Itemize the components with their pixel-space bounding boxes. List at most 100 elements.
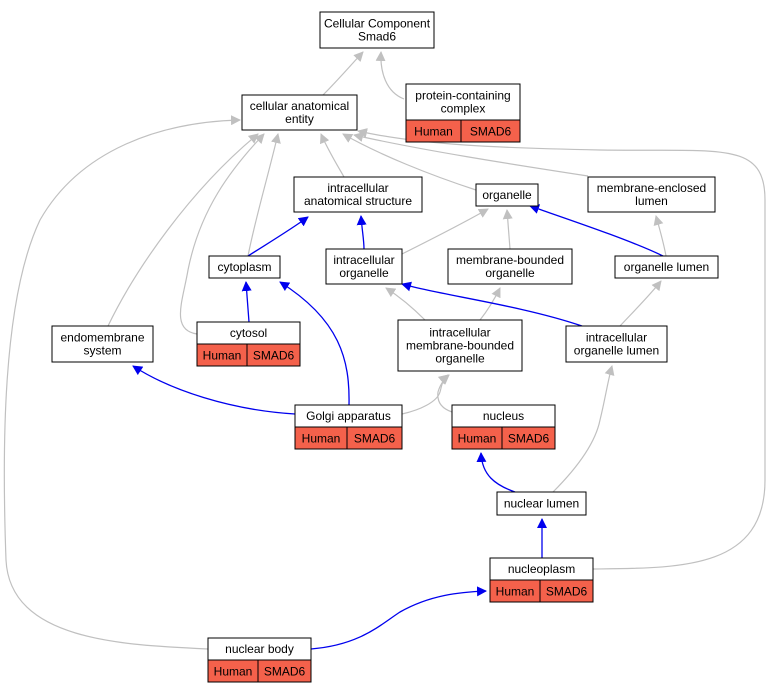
annotation-gene-label: SMAD6 [470,125,512,139]
edge-part-of-golgi-to-cyt [279,281,350,406]
edge-is-a-mbo-to-org [502,209,513,250]
node-label-line: entity [285,112,314,126]
node-label-line: membrane-bounded [406,339,514,353]
node-label-line: intracellular [429,326,490,340]
node-cyt[interactable]: cytoplasm [208,255,281,279]
annotation-species-label: Human [458,432,497,446]
edge-is-a-iol-to-ol [619,280,662,327]
edge-is-a-nl-to-iol [552,365,615,493]
node-label-line: nucleoplasm [508,562,575,576]
node-box [447,248,573,285]
node-label-line: system [83,344,121,358]
annotation-gene-cell [346,426,403,450]
edge-is-a-pcc-to-root [375,51,405,100]
node-label-line: organelle lumen [624,260,709,274]
node-box [496,491,587,516]
annotation-species-label: Human [203,349,242,363]
edge-part-of-nb-to-np [310,586,487,650]
annotation-species-label: Human [214,665,253,679]
node-box [208,255,281,279]
annotation-gene-label: SMAD6 [508,432,550,446]
node-label-line: membrane-bounded [456,253,564,267]
node-label-line: cellular anatomical [250,99,349,113]
node-label-line: Golgi apparatus [306,409,391,423]
edge-is-a-ol-to-mel [653,215,667,257]
node-label-line: lumen [635,194,668,208]
edge-is-a-imbo-to-mbo [479,287,501,321]
node-label-line: organelle [435,352,485,366]
node-label-line: organelle [485,266,535,280]
node-label-line: cytoplasm [217,260,271,274]
node-box [293,176,423,213]
node-label-line: intracellular [586,331,647,345]
node-box [241,94,358,131]
edge-is-a-cytosol-to-cae [179,133,265,335]
node-box [475,183,539,207]
node-box [614,255,719,279]
node-label-line: intracellular [333,253,394,267]
node-ol[interactable]: organelle lumen [614,255,719,279]
node-label-line: anatomical structure [304,194,412,208]
node-box [319,11,435,49]
node-label-line: membrane-enclosed [597,181,706,195]
edge-is-a-np-to-cae [357,128,766,570]
edge-part-of-ol-to-org [529,204,664,257]
annotation-gene-label: SMAD6 [546,585,588,599]
annotation-species-label: Human [496,585,535,599]
annotation-gene-cell [257,659,312,683]
node-label-line: nuclear lumen [504,497,579,511]
annotation-species-label: Human [302,432,341,446]
edge-is-a-cyt-to-cae [247,133,281,257]
annotation-gene-cell [539,579,594,603]
node-box [587,176,716,213]
node-org[interactable]: organelle [475,183,539,207]
edge-is-a-golgi-to-imbo [401,374,449,415]
edge-part-of-iol-to-io [401,281,583,327]
edge-part-of-io-to-ias [356,215,367,250]
annotation-gene-cell [246,343,301,367]
node-nl[interactable]: nuclear lumen [496,491,587,516]
node-box [51,325,154,363]
edge-part-of-nl-to-nucleus [476,452,516,493]
node-label-line: Smad6 [358,30,396,44]
annotation-gene-label: SMAD6 [354,432,396,446]
edge-is-a-endo-to-cae [107,133,259,327]
node-box [565,325,668,363]
annotation-species-label: Human [414,125,453,139]
edge-is-a-nucleus-to-imbo [437,374,453,413]
node-label-line: nucleus [483,409,524,423]
annotation-gene-label: SMAD6 [253,349,295,363]
annotation-gene-cell [501,426,556,450]
edge-is-a-io-to-org [401,208,489,255]
node-box [405,83,521,121]
edge-is-a-cae-to-root [322,51,364,96]
node-label-line: organelle [482,188,532,202]
edge-is-a-ias-to-cae [320,133,345,178]
edge-is-a-imbo-to-io [385,287,426,321]
node-label-line: organelle lumen [574,344,659,358]
node-label-line: Cellular Component [324,17,431,31]
edge-is-a-nb-to-cae [3,115,241,650]
annotation-gene-label: SMAD6 [264,665,306,679]
node-label-line: intracellular [327,181,388,195]
node-label-line: organelle [339,266,389,280]
edge-is-a-mel-to-cae [353,132,589,177]
edge-part-of-cyt-to-ias [247,216,309,257]
